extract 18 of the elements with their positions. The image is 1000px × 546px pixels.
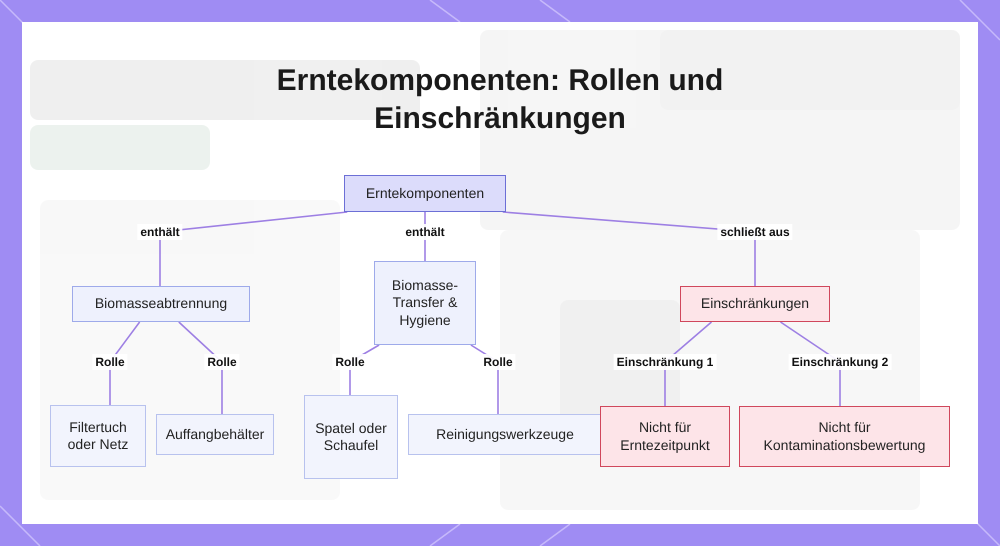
category-box: Biomasse-Transfer & Hygiene bbox=[374, 261, 476, 345]
item-box: Reinigungswerkzeuge bbox=[408, 414, 602, 455]
edge-label: Einschränkung 2 bbox=[788, 354, 892, 370]
constraint-box: Einschränkungen bbox=[680, 286, 830, 322]
edge-label: Rolle bbox=[204, 354, 240, 370]
constraint-box: Nicht für Erntezeitpunkt bbox=[600, 406, 730, 467]
edge-label: Rolle bbox=[332, 354, 368, 370]
item-box: Filtertuch oder Netz bbox=[50, 405, 146, 467]
edge-label: enthält bbox=[137, 224, 183, 240]
category-box: Biomasseabtrennung bbox=[72, 286, 250, 322]
edge-label: schließt aus bbox=[717, 224, 793, 240]
constraint-box: Nicht für Kontaminationsbewertung bbox=[739, 406, 950, 467]
diagram-title: Erntekomponenten: Rollen und Einschränkungen bbox=[276, 63, 724, 136]
edge-label: Rolle bbox=[92, 354, 128, 370]
item-box: Spatel oder Schaufel bbox=[304, 395, 398, 479]
root-box: Erntekomponenten bbox=[344, 175, 506, 212]
edge-label: Einschränkung 1 bbox=[614, 354, 716, 370]
item-box: Auffangbehälter bbox=[156, 414, 274, 455]
